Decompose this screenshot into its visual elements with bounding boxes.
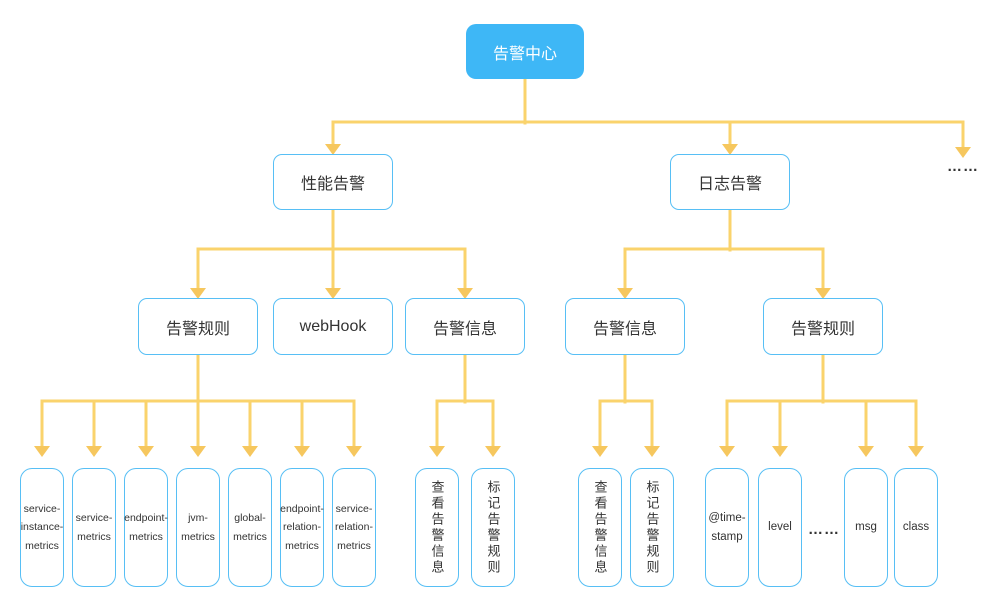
node-service-metrics: service-metrics [72, 468, 116, 587]
node-view-alert-info-perf: 查看告警信息 [415, 468, 459, 587]
node-field-msg: msg [844, 468, 888, 587]
node-service-instance-metrics: service-instance-metrics [20, 468, 64, 587]
node-mark-alert-rule-log: 标记告警规则 [630, 468, 674, 587]
node-field-level: level [758, 468, 802, 587]
fields-ellipsis: …… [808, 521, 840, 538]
branch-ellipsis: …… [947, 158, 979, 175]
node-endpoint-metrics: endpoint-metrics [124, 468, 168, 587]
node-view-alert-info-log: 查看告警信息 [578, 468, 622, 587]
node-log-alert-info: 告警信息 [565, 298, 685, 355]
tree-branch-lines [40, 77, 965, 449]
node-webhook: webHook [273, 298, 393, 355]
node-mark-alert-rule-perf: 标记告警规则 [471, 468, 515, 587]
node-field-timestamp: @time-stamp [705, 468, 749, 587]
node-log-alert-rules: 告警规则 [763, 298, 883, 355]
node-log-alert: 日志告警 [670, 154, 790, 210]
node-endpoint-relation-metrics: endpoint-relation-metrics [280, 468, 324, 587]
node-perf-alert-rules: 告警规则 [138, 298, 258, 355]
node-alert-center: 告警中心 [466, 24, 584, 79]
node-service-relation-metrics: service-relation-metrics [332, 468, 376, 587]
node-jvm-metrics: jvm-metrics [176, 468, 220, 587]
node-performance-alert: 性能告警 [273, 154, 393, 210]
node-global-metrics: global-metrics [228, 468, 272, 587]
arrowheads [34, 144, 971, 457]
node-field-class: class [894, 468, 938, 587]
node-perf-alert-info: 告警信息 [405, 298, 525, 355]
